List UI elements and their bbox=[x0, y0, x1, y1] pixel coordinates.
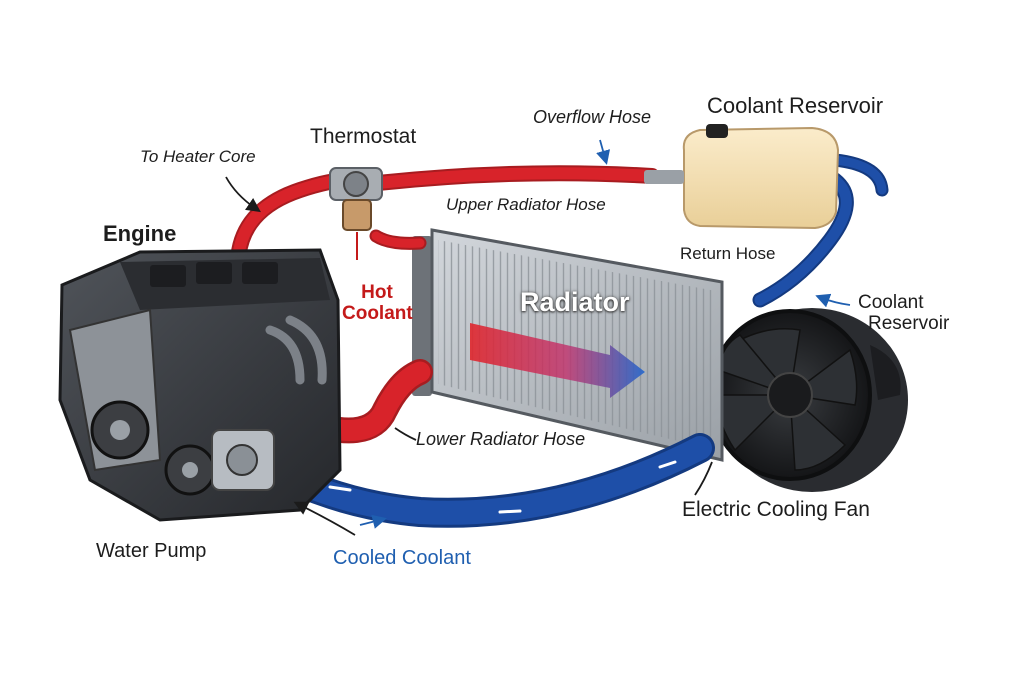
label-cooled-coolant: Cooled Coolant bbox=[333, 547, 471, 569]
label-engine: Engine bbox=[103, 221, 177, 246]
label-hot-coolant: Hot Coolant bbox=[342, 282, 413, 325]
radiator bbox=[412, 228, 724, 462]
label-radiator: Radiator bbox=[520, 287, 630, 317]
label-hot-coolant-line2: Coolant bbox=[342, 302, 413, 324]
label-coolant-reservoir-top: Coolant Reservoir bbox=[707, 93, 884, 118]
pointer-arrows bbox=[225, 176, 713, 536]
thermostat-housing bbox=[329, 167, 383, 260]
blue-pointer-arrows bbox=[359, 139, 851, 529]
label-hot-coolant-line1: Hot bbox=[361, 282, 393, 303]
label-coolant-reservoir-right-line1: Coolant bbox=[858, 292, 924, 313]
label-water-pump: Water Pump bbox=[96, 540, 207, 562]
label-electric-cooling-fan: Electric Cooling Fan bbox=[682, 498, 870, 521]
electric-cooling-fan bbox=[708, 308, 908, 492]
cooled-coolant-hoses bbox=[255, 153, 889, 528]
coolant-reservoir-tank bbox=[644, 124, 840, 230]
label-upper-radiator-hose: Upper Radiator Hose bbox=[446, 195, 606, 214]
engine-block bbox=[58, 248, 342, 522]
label-lower-radiator-hose: Lower Radiator Hose bbox=[416, 429, 586, 449]
label-coolant-reservoir-right: Coolant Reservoir bbox=[858, 292, 950, 335]
label-return-hose: Return Hose bbox=[680, 244, 776, 263]
label-to-heater-core: To Heater Core bbox=[140, 147, 256, 166]
label-coolant-reservoir-right-line2: Reservoir bbox=[868, 312, 950, 334]
label-overflow-hose: Overflow Hose bbox=[533, 107, 652, 127]
label-thermostat: Thermostat bbox=[310, 125, 417, 148]
